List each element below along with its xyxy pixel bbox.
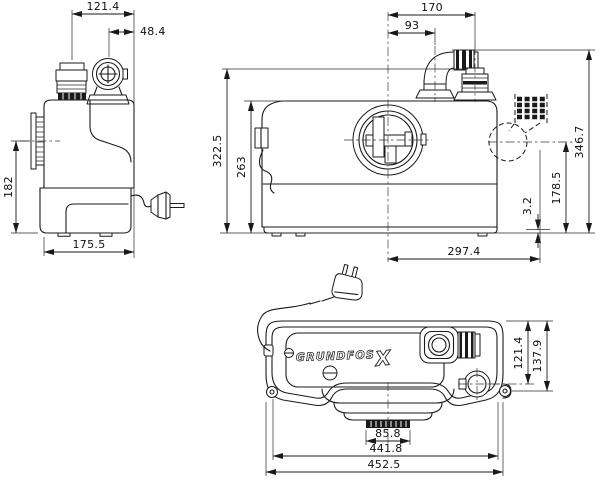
dim-front-side-inlet-height: 178.5 xyxy=(550,141,570,234)
dim-front-vent-offset: 170 xyxy=(387,1,476,262)
brand-x-mark: X xyxy=(372,345,393,371)
dim-label-top-outlet-width: 85.8 xyxy=(375,427,401,440)
discharge-elbow-front xyxy=(415,46,497,102)
dim-front-base-clearance: 3.2 xyxy=(521,197,550,248)
dim-label-top-port-depth: 121.4 xyxy=(512,337,525,370)
dim-label-top-lug-span: 441.8 xyxy=(370,442,403,455)
vent-connector-side xyxy=(86,58,130,105)
top-view: GRUNDFOS X xyxy=(257,263,553,476)
dim-label-front-base-width: 297.4 xyxy=(448,245,481,258)
dim-label-front-side-inlet-height: 178.5 xyxy=(550,172,563,205)
pump-body-top xyxy=(263,320,512,407)
dim-label-front-vent-offset: 170 xyxy=(421,1,443,14)
side-view: 121.4 48.4 182 175.5 xyxy=(2,0,185,258)
dim-label-side-inlet-height: 182 xyxy=(2,176,15,198)
dim-front-base-width: 297.4 xyxy=(387,150,541,263)
dim-side-depth: 175.5 xyxy=(43,237,135,256)
dim-label-top-overall-width: 452.5 xyxy=(368,458,401,471)
power-plug-side xyxy=(130,191,185,220)
dim-label-front-outlet-offset: 93 xyxy=(405,19,420,32)
discharge-elbow-top xyxy=(419,326,481,364)
dim-label-top-lug-depth: 137.9 xyxy=(531,340,544,373)
dim-top-outlet-width: 85.8 xyxy=(365,427,411,445)
dim-side-inlet-height: 182 xyxy=(2,140,38,234)
dim-top-lug-span: 441.8 xyxy=(272,399,499,460)
front-view: 170 93 322.5 263 346.7 17 xyxy=(211,1,595,263)
dim-front-tank-height: 263 xyxy=(235,100,286,234)
dim-label-front-tank-height: 263 xyxy=(235,156,248,178)
dim-label-side-top-offset: 48.4 xyxy=(140,25,166,38)
outlet-bell-top xyxy=(321,382,455,446)
dim-side-top-offset: 48.4 xyxy=(108,25,166,57)
dim-front-height-to-outlet: 322.5 xyxy=(211,68,595,234)
dim-top-overall-width: 452.5 xyxy=(265,402,504,476)
dim-side-top-width: 121.4 xyxy=(71,0,135,258)
dim-front-outlet-offset: 93 xyxy=(387,19,436,45)
brand-name-text: GRUNDFOS xyxy=(296,348,376,364)
power-plug-top xyxy=(257,263,363,352)
dim-label-side-depth: 175.5 xyxy=(73,238,106,251)
dim-label-front-base-clearance: 3.2 xyxy=(521,197,534,215)
dim-front-total-height: 346.7 xyxy=(452,49,595,234)
dim-label-side-top-width: 121.4 xyxy=(87,0,120,13)
pump-body-side xyxy=(39,99,135,237)
dim-label-front-total-height: 346.7 xyxy=(573,126,586,159)
dim-label-front-height-to-outlet: 322.5 xyxy=(211,135,224,168)
brand-logo: GRUNDFOS X xyxy=(295,345,394,381)
dim-top-lug-depth: 137.9 xyxy=(512,320,553,392)
hidden-side-inlet xyxy=(488,94,574,162)
inlet-connector-side xyxy=(55,62,88,100)
